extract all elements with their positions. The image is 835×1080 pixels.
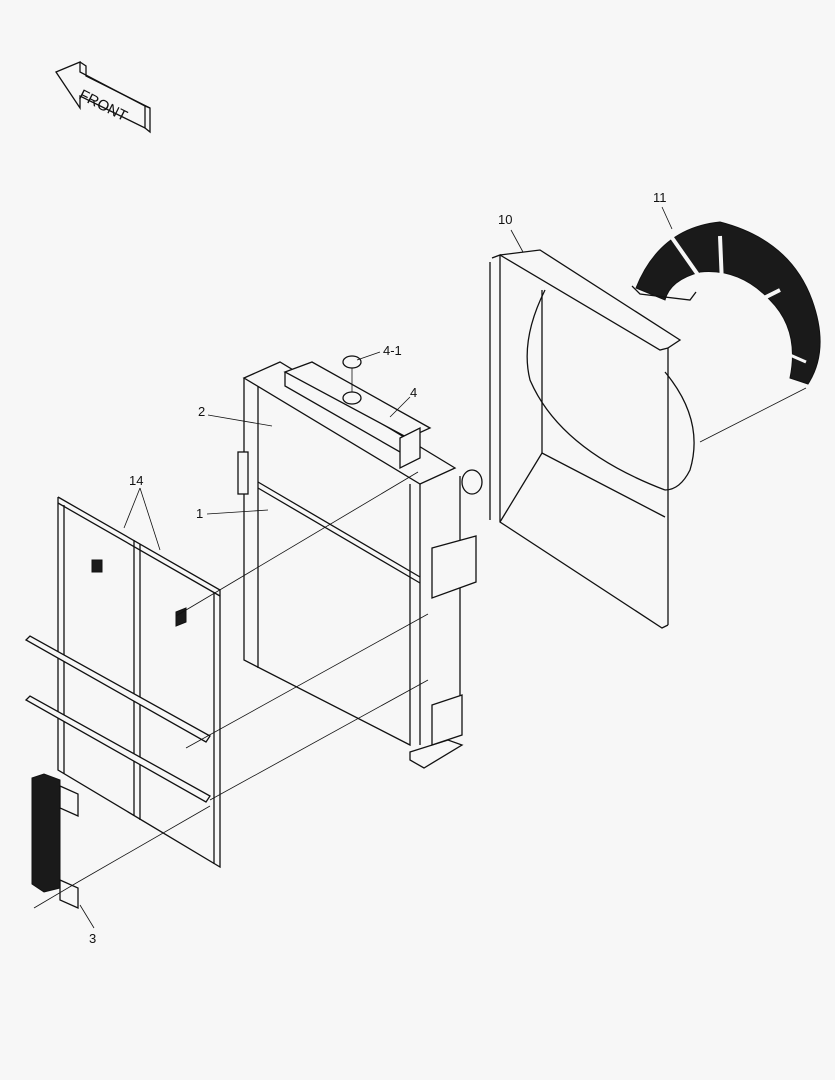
front-arrow-icon: FRONT [55, 61, 151, 134]
mounting-brackets [24, 635, 211, 803]
fan-shroud [489, 249, 695, 629]
callout-14: 14 [129, 473, 144, 488]
screen-panels [57, 496, 221, 869]
radiator-assembly [237, 361, 483, 769]
callout-1: 1 [196, 506, 204, 521]
callout-10: 10 [498, 212, 513, 227]
assembly-lines [33, 206, 673, 929]
callout-3: 3 [89, 931, 97, 946]
callout-11: 11 [653, 190, 667, 205]
callout-4-1: 4-1 [383, 343, 402, 358]
reservoir-tank [283, 355, 432, 470]
callout-2: 2 [198, 404, 206, 419]
callout-4: 4 [410, 385, 418, 400]
oil-cooler [31, 773, 79, 910]
fan-guard [631, 221, 821, 443]
